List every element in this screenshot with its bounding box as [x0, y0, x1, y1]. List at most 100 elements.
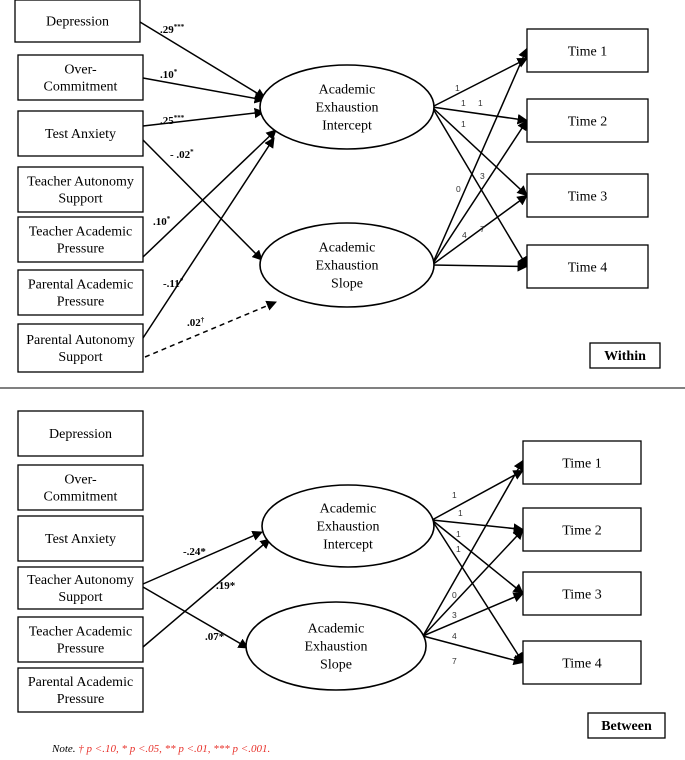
- between-path-teacher-autonomy-support-to-intercept: [142, 530, 263, 585]
- between-loading-intercept-time-1: [431, 469, 524, 521]
- between-label-depression: Depression: [49, 427, 112, 442]
- between-label-time-2: Time 2: [562, 524, 602, 539]
- within-coef-test-anxiety-to-intercept: .25***: [160, 114, 185, 127]
- within-label-time-4: Time 4: [568, 261, 608, 276]
- between-box-time-3: [522, 571, 642, 616]
- between-loading-slope-time-2: [422, 528, 524, 637]
- significance-note: Note. † p <.10, * p <.05, ** p <.01, ***…: [52, 743, 270, 755]
- within-panel-tag-box: [589, 342, 661, 369]
- within-path-teacher-academic-pressure-to-intercept: [142, 129, 277, 258]
- within-label-time-2: Time 2: [568, 115, 608, 130]
- between-path-teacher-academic-pressure-to-intercept: [142, 538, 271, 648]
- within-coef-parental-autonomy-support-to-intercept: -.11*: [163, 277, 184, 290]
- between-intercept-loading-1: 1: [452, 490, 457, 500]
- within-intercept-loading-2: 1: [461, 98, 466, 108]
- within-box-parental-autonomy-support: [17, 323, 144, 373]
- between-loading-slope-time-3: [422, 592, 524, 637]
- within-label-over-commitment: Over-Commitment: [44, 63, 118, 95]
- within-loading-slope-time-4: [431, 261, 529, 272]
- between-coef-teacher-autonomy-support-to-slope: .07*: [205, 631, 225, 643]
- between-box-depression: [17, 410, 144, 457]
- within-coef-depression-to-intercept: .29***: [160, 23, 185, 36]
- between-label-time-1: Time 1: [562, 457, 602, 472]
- within-loading-intercept-time-2: [431, 106, 529, 125]
- within-intercept-loading-1: 1: [455, 83, 460, 93]
- within-label-depression: Depression: [46, 15, 109, 30]
- between-box-time-1: [522, 440, 642, 485]
- within-box-time-1: [526, 28, 649, 73]
- between-panel-tag: Between: [601, 719, 652, 734]
- within-loading-intercept-time-4: [431, 106, 528, 268]
- between-slope-loading-1: 0: [452, 590, 457, 600]
- within-coef-test-anxiety-to-slope: - .02*: [170, 148, 194, 161]
- between-box-teacher-autonomy-support: [17, 566, 144, 610]
- within-box-teacher-autonomy-support: [17, 166, 144, 213]
- within-box-parental-academic-pressure: [17, 269, 144, 316]
- between-panel-tag-box: [587, 712, 666, 739]
- within-coef-over-commitment-to-intercept: .10*: [160, 68, 178, 81]
- within-label-time-1: Time 1: [568, 45, 608, 60]
- within-coef-teacher-academic-pressure-to-intercept: .10*: [153, 215, 171, 228]
- between-intercept-loading-4: 1: [456, 544, 461, 554]
- within-slope-loading-3: 4: [462, 230, 467, 240]
- between-label-test-anxiety: Test Anxiety: [45, 532, 116, 547]
- between-loading-slope-time-4: [422, 635, 525, 666]
- between-label-time-3: Time 3: [562, 588, 602, 603]
- between-path-teacher-autonomy-support-to-slope: [142, 586, 249, 649]
- within-path-parental-autonomy-support-to-slope: [144, 300, 277, 358]
- within-coef-parental-autonomy-support-to-slope: .02†: [187, 316, 205, 329]
- between-slope-loading-4: 7: [452, 656, 457, 666]
- between-ellipse-slope: [245, 601, 427, 691]
- within-slope-loading-4: 7: [480, 224, 485, 234]
- within-slope-loading-2: 3: [480, 171, 485, 181]
- note-text: † p <.10, * p <.05, ** p <.01, *** p <.0…: [78, 743, 271, 755]
- between-slope-loading-3: 4: [452, 631, 457, 641]
- between-box-over-commitment: [17, 464, 144, 511]
- between-loading-intercept-time-3: [431, 519, 524, 595]
- within-box-time-3: [526, 173, 649, 218]
- within-box-time-2: [526, 98, 649, 143]
- within-loading-slope-time-2: [431, 119, 528, 266]
- within-loading-intercept-time-3: [431, 106, 528, 197]
- between-box-teacher-academic-pressure: [17, 616, 144, 663]
- within-path-depression-to-intercept: [139, 21, 266, 99]
- within-loading-intercept-time-1: [431, 57, 528, 108]
- within-ellipse-slope: [259, 222, 435, 308]
- between-loading-intercept-time-4: [431, 519, 524, 664]
- between-loading-slope-time-1: [422, 459, 524, 637]
- paths-layer: [139, 21, 529, 666]
- between-coef-teacher-autonomy-support-to-intercept: -.24*: [183, 546, 206, 558]
- within-box-test-anxiety: [17, 110, 144, 157]
- within-box-teacher-academic-pressure: [17, 216, 144, 263]
- within-slope-loading-1: 0: [456, 184, 461, 194]
- between-box-test-anxiety: [17, 515, 144, 562]
- within-path-over-commitment-to-intercept: [142, 77, 266, 104]
- between-intercept-loading-3: 1: [456, 529, 461, 539]
- within-loading-slope-time-1: [431, 47, 529, 266]
- between-box-time-2: [522, 507, 642, 552]
- within-loading-slope-time-3: [431, 194, 528, 266]
- within-label-test-anxiety: Test Anxiety: [45, 127, 116, 142]
- within-path-test-anxiety-to-intercept: [142, 107, 266, 127]
- within-box-depression: [14, 0, 141, 43]
- within-box-time-4: [526, 244, 649, 289]
- between-intercept-loading-2: 1: [458, 508, 463, 518]
- within-intercept-loading-4: 1: [478, 98, 483, 108]
- within-box-over-commitment: [17, 54, 144, 101]
- between-coef-teacher-academic-pressure-to-intercept: .19*: [216, 580, 236, 592]
- within-path-parental-autonomy-support-to-intercept: [142, 137, 275, 339]
- between-label-time-4: Time 4: [562, 657, 602, 672]
- note-label: Note.: [52, 743, 76, 755]
